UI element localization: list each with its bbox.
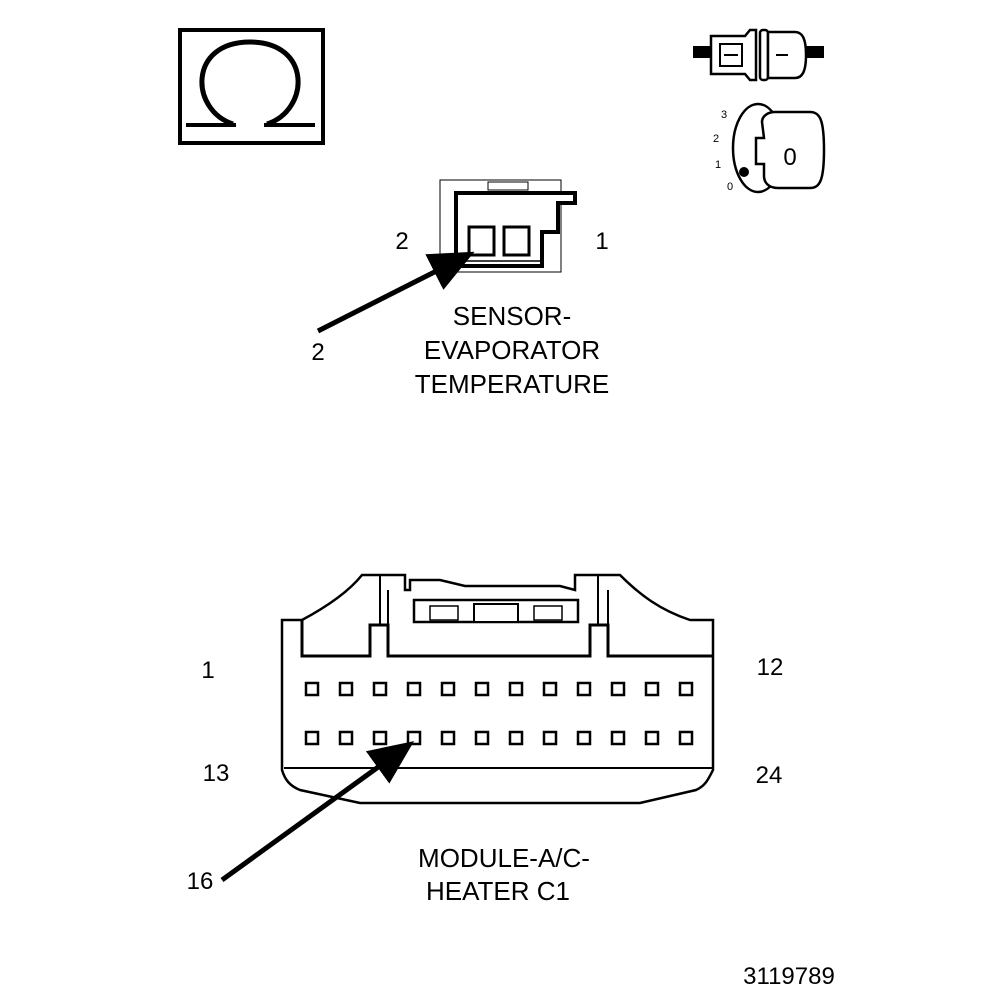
sensor-pin-right-label: 1 xyxy=(595,228,608,255)
module-pin-cavity-10 xyxy=(610,681,626,697)
module-pin-cavity-3 xyxy=(372,681,388,697)
module-pin-cavity-11 xyxy=(644,681,660,697)
module-pin-cavity-8 xyxy=(542,681,558,697)
module-pin-cavity-22 xyxy=(610,730,626,746)
module-pin-cavity-15 xyxy=(372,730,388,746)
module-pin-13-label: 13 xyxy=(203,760,230,787)
module-pin-cavity-14 xyxy=(338,730,354,746)
module-pin-cavity-24 xyxy=(678,730,694,746)
module-pin-cavity-20 xyxy=(542,730,558,746)
module-pin-cavity-18 xyxy=(474,730,490,746)
sensor-name-line-2: EVAPORATOR xyxy=(424,335,600,365)
ignition-position-0: 0 xyxy=(727,181,733,193)
module-pin-cavity-5 xyxy=(440,681,456,697)
module-pin-12-label: 12 xyxy=(757,654,784,681)
ignition-position-1: 1 xyxy=(715,159,721,171)
figure-number: 3119789 xyxy=(743,963,835,990)
module-pin-cavity-19 xyxy=(508,730,524,746)
ohmmeter-icon xyxy=(178,28,325,145)
module-pin-cavity-4 xyxy=(406,681,422,697)
ignition-position-2: 2 xyxy=(713,133,719,145)
module-pin-cavity-16 xyxy=(406,730,422,746)
module-pin-cavities xyxy=(304,681,694,746)
sensor-pin-left-label: 2 xyxy=(395,228,408,255)
ignition-key-icon: 0 3 2 1 0 xyxy=(713,102,826,194)
sensor-name-line-1: SENSOR- xyxy=(453,301,571,331)
ignition-position-3: 3 xyxy=(721,109,727,121)
module-pin-24-label: 24 xyxy=(756,762,783,789)
sensor-pin-arrow xyxy=(316,251,475,334)
sensor-connector xyxy=(439,179,577,273)
sensor-cavity-2 xyxy=(467,225,496,257)
module-pin-arrow xyxy=(220,741,415,883)
module-pin-cavity-13 xyxy=(304,730,320,746)
sensor-cavity-1 xyxy=(502,225,531,257)
module-pin-cavity-17 xyxy=(440,730,456,746)
disconnected-connector-icon xyxy=(693,28,824,82)
module-pin-cavity-6 xyxy=(474,681,490,697)
module-pin-cavity-21 xyxy=(576,730,592,746)
module-pin-cavity-7 xyxy=(508,681,524,697)
key-position-label: 0 xyxy=(783,144,796,171)
module-pin-cavity-2 xyxy=(338,681,354,697)
module-pin-cavity-12 xyxy=(678,681,694,697)
module-pin-cavity-1 xyxy=(304,681,320,697)
module-pin-cavity-9 xyxy=(576,681,592,697)
module-name-line-2: HEATER C1 xyxy=(426,876,570,906)
module-name-line-1: MODULE-A/C- xyxy=(418,843,590,873)
module-pin-1-label: 1 xyxy=(201,657,214,684)
sensor-name-line-3: TEMPERATURE xyxy=(415,369,610,399)
sensor-arrow-pin-label: 2 xyxy=(311,339,324,366)
module-pin-cavity-23 xyxy=(644,730,660,746)
module-connector xyxy=(280,573,715,805)
module-arrow-pin-label: 16 xyxy=(187,868,214,895)
